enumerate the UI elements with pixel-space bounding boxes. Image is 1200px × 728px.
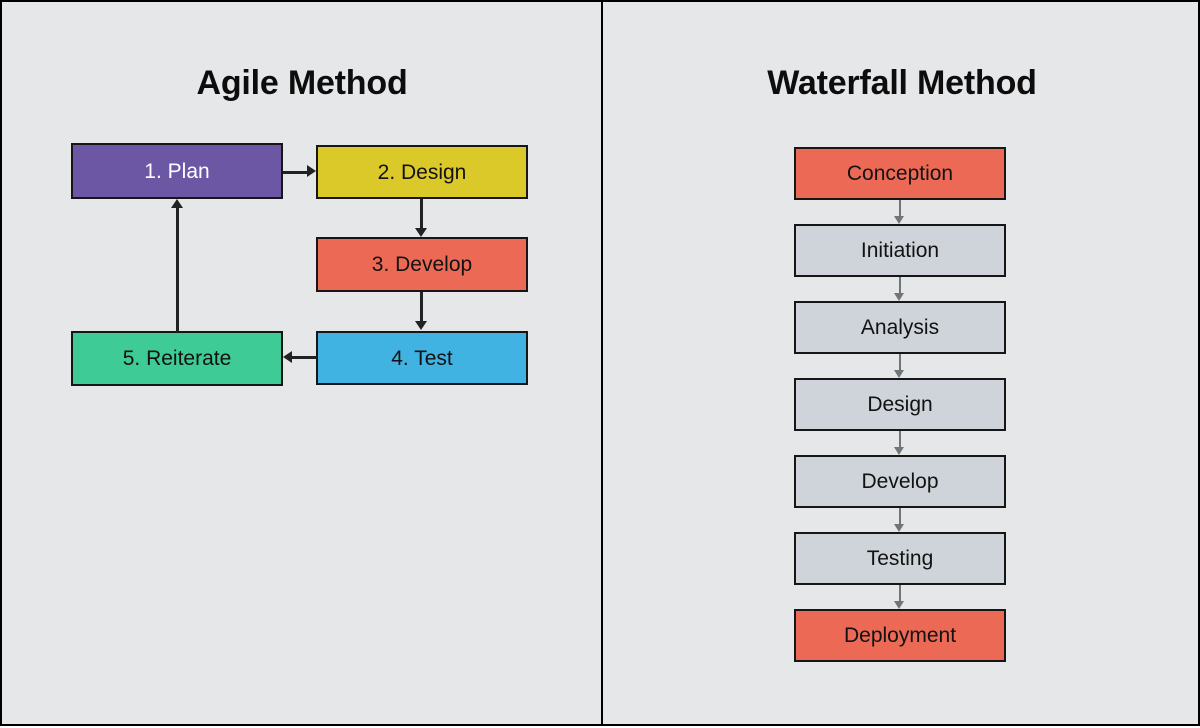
agile-node-test[interactable]: 4. Test [316,331,528,385]
waterfall-node-design[interactable]: Design [794,378,1006,431]
waterfall-node-design-label: Design [867,393,933,416]
agile-panel-title: Agile Method [196,64,408,102]
agile-node-test-label: 4. Test [391,346,453,370]
waterfall-node-deployment-label: Deployment [843,624,957,647]
waterfall-node-conception-label: Conception [846,162,954,185]
waterfall-node-deployment[interactable]: Deployment [794,609,1006,662]
waterfall-arrow-develop-to-testing-line [899,508,901,524]
waterfall-node-conception[interactable]: Conception [794,147,1006,200]
waterfall-arrow-initiation-to-analysis-line [899,277,901,293]
agile-arrow-develop-to-test-head [415,321,427,330]
agile-arrow-reiterate-to-plan-line [176,207,179,332]
waterfall-arrow-design-to-develop-head [894,447,904,455]
waterfall-arrow-testing-to-deployment-line [899,585,901,601]
agile-arrow-design-to-develop-line [420,199,423,232]
waterfall-node-develop-label: Develop [861,470,939,493]
waterfall-node-develop[interactable]: Develop [794,455,1006,508]
waterfall-arrow-develop-to-testing-head [894,524,904,532]
panel-divider [601,2,603,724]
agile-node-plan-label: 1. Plan [144,159,210,183]
waterfall-arrow-design-to-develop-line [899,431,901,447]
waterfall-node-analysis-label: Analysis [860,316,940,339]
agile-node-develop[interactable]: 3. Develop [316,237,528,292]
agile-arrow-reiterate-to-plan-head [171,199,183,208]
waterfall-node-initiation[interactable]: Initiation [794,224,1006,277]
waterfall-arrow-testing-to-deployment-head [894,601,904,609]
waterfall-node-initiation-label: Initiation [860,239,940,262]
waterfall-arrow-conception-to-initiation-line [899,200,901,216]
agile-arrow-design-to-develop-head [415,228,427,237]
waterfall-node-testing[interactable]: Testing [794,532,1006,585]
agile-arrow-plan-to-design-line [283,171,311,174]
waterfall-node-analysis[interactable]: Analysis [794,301,1006,354]
waterfall-arrow-analysis-to-design-head [894,370,904,378]
waterfall-arrow-conception-to-initiation-head [894,216,904,224]
agile-arrow-test-to-reiterate-line [289,356,317,359]
agile-node-design[interactable]: 2. Design [316,145,528,199]
waterfall-arrow-initiation-to-analysis-head [894,293,904,301]
agile-node-design-label: 2. Design [377,160,467,184]
agile-arrow-develop-to-test-line [420,292,423,325]
agile-arrow-test-to-reiterate-head [283,351,292,363]
agile-node-reiterate-label: 5. Reiterate [122,347,232,370]
agile-method-panel: Agile Method 1. Plan 2. Design 3. Develo… [2,2,602,728]
agile-node-plan[interactable]: 1. Plan [71,143,283,199]
agile-arrow-plan-to-design-head [307,165,316,177]
agile-node-reiterate[interactable]: 5. Reiterate [71,331,283,386]
waterfall-node-testing-label: Testing [866,547,934,570]
waterfall-arrow-analysis-to-design-line [899,354,901,370]
agile-node-develop-label: 3. Develop [371,253,473,276]
waterfall-panel-title: Waterfall Method [767,64,1037,102]
